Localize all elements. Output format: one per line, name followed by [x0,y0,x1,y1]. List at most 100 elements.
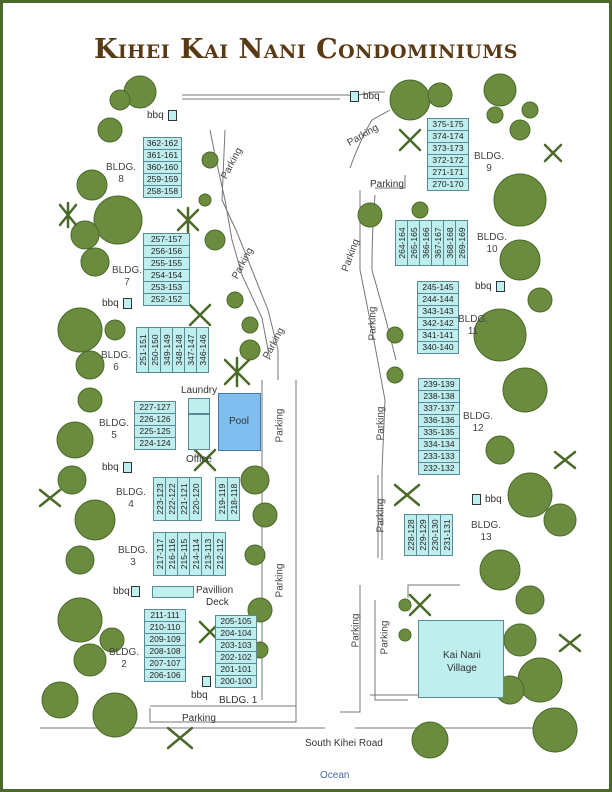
unit: 218-118 [228,478,239,520]
bldg-number: 7 [124,277,130,288]
unit-label: 220-120 [190,483,201,515]
bldg-number: 8 [118,174,124,185]
unit: 232-132 [423,463,455,473]
unit: 201-101 [216,664,256,676]
pavillion-label: Pavillion [196,585,234,596]
unit: 367-167 [432,221,444,265]
unit: 366-166 [420,221,432,265]
bbq-marker: bbq [472,494,502,505]
unit: 205-105 [216,616,256,628]
unit-label: 223-123 [154,483,165,515]
unit-label: 367-167 [432,227,443,259]
unit: 346-146 [197,328,208,372]
bldg-number: 13 [480,532,492,543]
bldg-number: 9 [486,163,492,174]
bldg-12-units: 239-139 238-138 337-137 336-136 335-135 … [418,378,460,475]
unit-label: 212-112 [214,538,225,570]
unit-label: 222-122 [166,483,177,515]
bbq-icon [122,462,132,473]
unit: 203-103 [216,640,256,652]
bldg-name: BLDG. [471,520,502,531]
unit: 257-157 [144,234,189,246]
unit: 337-137 [419,403,459,415]
unit-label: 213-113 [202,538,213,570]
bldg-2-label: BLDG. 2 [109,647,139,671]
bbq-marker: bbq [191,690,208,701]
laundry-label: Laundry [181,385,218,396]
unit: 372-172 [428,155,468,167]
trees [41,73,578,759]
unit-label: 215-115 [178,538,189,570]
unit: 215-115 [178,533,190,575]
kai-nani-village: Kai Nani Village [418,620,504,698]
bldg-number: 2 [121,659,127,670]
unit: 216-116 [166,533,178,575]
unit: 226-126 [135,414,175,426]
unit: 368-168 [444,221,456,265]
unit: 239-139 [419,379,459,391]
unit: 229-129 [417,515,429,555]
pool-label: Pool [229,416,250,427]
bldg-9-label: BLDG. 9 [474,151,504,175]
unit: 347-147 [185,328,197,372]
unit-label: 250-150 [149,334,160,366]
unit: 212-112 [214,533,225,575]
unit: 342-142 [418,318,458,330]
unit: 250-150 [149,328,161,372]
bbq-marker: bbq [113,586,140,597]
pavillion-deck [152,586,194,598]
bbq-label: bbq [102,462,119,474]
bbq-marker: bbq [350,91,380,102]
unit: 206-106 [149,670,181,680]
deck-label: Deck [206,597,229,608]
unit: 251-151 [137,328,149,372]
bbq-label: bbq [485,494,502,506]
bbq-label: bbq [475,281,492,293]
unit: 244-144 [418,294,458,306]
bbq-icon [130,586,140,597]
unit: 227-127 [135,402,175,414]
parking-label: Parking [367,306,379,341]
unit: 256-156 [144,246,189,258]
unit-label: 349-149 [161,334,172,366]
unit: 335-135 [419,427,459,439]
bldg-4-units: 223-123 222-122 221-121 220-120 [153,477,202,521]
bldg-name: BLDG. [99,418,130,429]
unit: 208-108 [145,646,185,658]
unit: 269-169 [456,221,467,265]
bldg-number: 11 [467,326,479,337]
parking-label: Parking [375,498,387,533]
unit: 231-131 [441,515,452,555]
parking-label: Parking [350,613,362,648]
map-title: Kihei Kai Nani Condominiums [93,34,519,65]
bldg-number: 10 [486,244,498,255]
unit: 348-148 [173,328,185,372]
unit: 213-113 [202,533,214,575]
bldg-13-units: 228-128 229-129 230-130 231-131 [404,514,453,556]
village-label-2: Village [447,663,477,674]
ocean-label: Ocean [320,770,350,781]
bldg-10-units: 264-164 265-165 366-166 367-167 368-168 … [395,220,468,266]
unit: 230-130 [429,515,441,555]
unit: 362-162 [144,138,181,150]
bldg-1-units: 205-105 204-104 203-103 202-102 201-101 … [215,615,257,688]
bldg-1-label: BLDG. 1 [219,695,258,706]
bldg-10-label: BLDG. 10 [477,232,507,256]
unit-label: 269-169 [456,227,467,259]
office-label: Office [186,454,212,465]
unit-label: 218-118 [228,483,239,515]
bbq-label: bbq [113,586,130,598]
bbq-label: bbq [147,110,164,122]
unit: 202-102 [216,652,256,664]
unit: 343-143 [418,306,458,318]
bldg-name: BLDG. [118,545,149,556]
unit: 209-109 [145,634,185,646]
unit: 219-119 [216,478,228,520]
unit: 224-124 [139,438,171,448]
bldg-3-units: 217-117 216-116 215-115 214-114 213-113 … [153,532,226,576]
bldg-11-label: BLDG. 11 [458,314,488,338]
unit-label: 228-128 [405,519,416,551]
unit: 374-174 [428,131,468,143]
